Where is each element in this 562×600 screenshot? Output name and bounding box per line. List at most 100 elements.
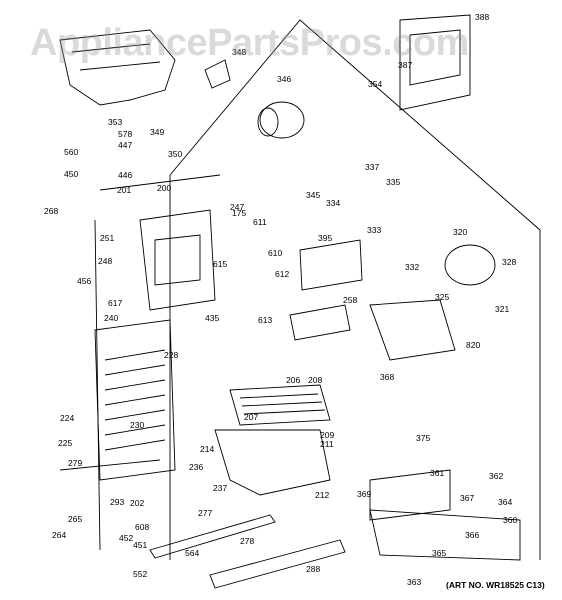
callout-366: 366	[465, 530, 479, 540]
callout-368: 368	[380, 372, 394, 382]
callout-364: 364	[498, 497, 512, 507]
callout-578: 578	[118, 129, 132, 139]
callout-362: 362	[489, 471, 503, 481]
shelf	[229, 384, 331, 426]
callout-247: 247	[230, 202, 244, 212]
callout-564: 564	[185, 548, 199, 558]
rail	[149, 514, 276, 559]
callout-258: 258	[343, 295, 357, 305]
ice-bucket	[59, 29, 176, 106]
callout-335: 335	[386, 177, 400, 187]
callout-228: 228	[164, 350, 178, 360]
callout-345: 345	[306, 190, 320, 200]
evaporator-coil	[94, 319, 176, 481]
grille	[209, 539, 346, 589]
callout-447: 447	[118, 140, 132, 150]
callout-615: 615	[213, 259, 227, 269]
callout-265: 265	[68, 514, 82, 524]
dispenser-door	[399, 14, 471, 111]
callout-333: 333	[367, 225, 381, 235]
panel-395	[299, 239, 363, 291]
callout-337: 337	[365, 162, 379, 172]
callout-617: 617	[108, 298, 122, 308]
callout-214: 214	[200, 444, 214, 454]
callout-363: 363	[407, 577, 421, 587]
fan-motor	[444, 244, 496, 286]
callout-612: 612	[275, 269, 289, 279]
callout-354: 354	[368, 79, 382, 89]
callout-225: 225	[58, 438, 72, 448]
callout-175: 175	[232, 208, 246, 218]
callout-395: 395	[318, 233, 332, 243]
callout-209: 209	[320, 430, 334, 440]
callout-251: 251	[100, 233, 114, 243]
callout-328: 328	[502, 257, 516, 267]
callout-360: 360	[503, 515, 517, 525]
callout-456: 456	[77, 276, 91, 286]
evaporator-housing	[139, 209, 216, 311]
callout-224: 224	[60, 413, 74, 423]
callout-264: 264	[52, 530, 66, 540]
drawer	[214, 429, 331, 496]
callout-208: 208	[308, 375, 322, 385]
callout-452: 452	[119, 533, 133, 543]
callout-202: 202	[130, 498, 144, 508]
callout-236: 236	[189, 462, 203, 472]
callout-211: 211	[320, 439, 334, 449]
callout-375: 375	[416, 433, 430, 443]
art-number: (ART NO. WR18525 C13)	[446, 580, 545, 590]
bracket-348	[204, 59, 231, 89]
callout-268: 268	[44, 206, 58, 216]
callout-278: 278	[240, 536, 254, 546]
callout-346: 346	[277, 74, 291, 84]
callout-332: 332	[405, 262, 419, 272]
compressor-cover	[369, 469, 451, 521]
callout-435: 435	[205, 313, 219, 323]
callout-446: 446	[118, 170, 132, 180]
ice-maker	[369, 299, 456, 361]
panel-258	[289, 304, 351, 341]
callout-388: 388	[475, 12, 489, 22]
callout-369: 369	[357, 489, 371, 499]
callout-237: 237	[213, 483, 227, 493]
callout-201: 201	[117, 185, 131, 195]
callout-230: 230	[130, 420, 144, 430]
callout-552: 552	[133, 569, 147, 579]
callout-277: 277	[198, 508, 212, 518]
callout-288: 288	[306, 564, 320, 574]
callout-321: 321	[495, 304, 509, 314]
callout-353: 353	[108, 117, 122, 127]
callout-212: 212	[315, 490, 329, 500]
cabinet-outline	[99, 19, 541, 560]
callout-560: 560	[64, 147, 78, 157]
callout-293: 293	[110, 497, 124, 507]
bottom-cover	[369, 509, 521, 561]
callout-611: 611	[253, 217, 267, 227]
callout-279: 279	[68, 458, 82, 468]
auger-motor	[259, 101, 305, 139]
callout-325: 325	[435, 292, 449, 302]
callout-361: 361	[430, 468, 444, 478]
callout-248: 248	[98, 256, 112, 266]
callout-365: 365	[432, 548, 446, 558]
callout-320: 320	[453, 227, 467, 237]
callout-348: 348	[232, 47, 246, 57]
callout-367: 367	[460, 493, 474, 503]
callout-610: 610	[268, 248, 282, 258]
callout-334: 334	[326, 198, 340, 208]
callout-207: 207	[244, 412, 258, 422]
callout-451: 451	[133, 540, 147, 550]
side-rail	[59, 219, 161, 551]
callout-450: 450	[64, 169, 78, 179]
callout-206: 206	[286, 375, 300, 385]
callout-349: 349	[150, 127, 164, 137]
callout-387: 387	[398, 60, 412, 70]
callout-613: 613	[258, 315, 272, 325]
callout-350: 350	[168, 149, 182, 159]
callout-820: 820	[466, 340, 480, 350]
callout-200: 200	[157, 183, 171, 193]
callout-608: 608	[135, 522, 149, 532]
callout-240: 240	[104, 313, 118, 323]
